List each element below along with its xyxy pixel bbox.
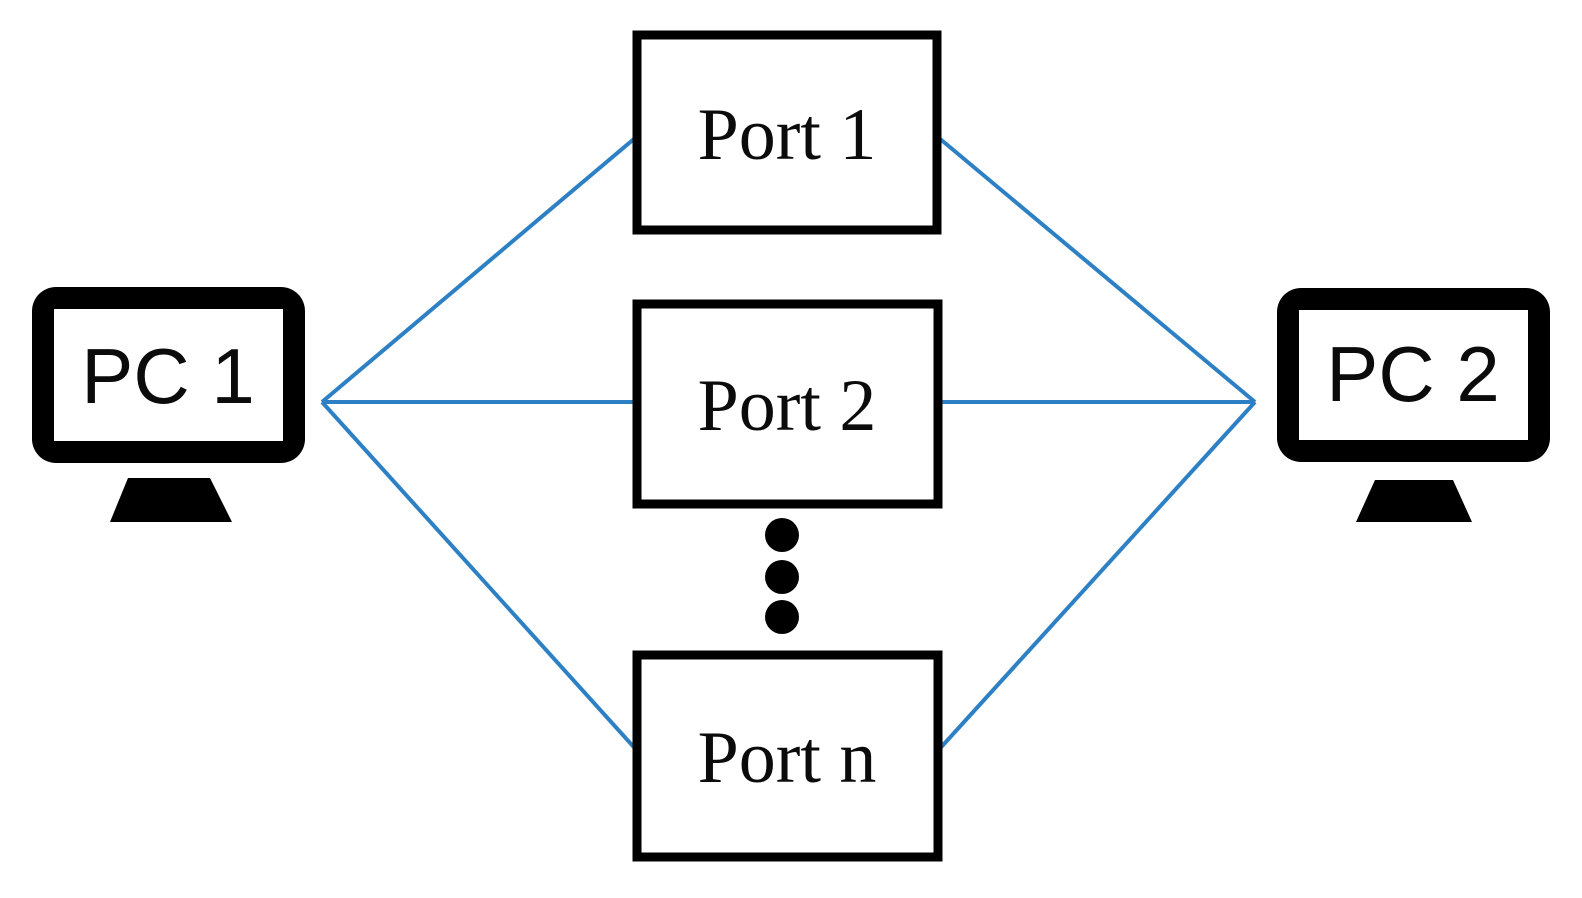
port2-label: Port 2	[698, 365, 877, 447]
portn-box	[632, 650, 943, 862]
pc1-monitor-screen	[54, 309, 283, 441]
ellipsis-dot	[765, 560, 799, 594]
ellipsis-dot	[765, 600, 799, 634]
node-portn: Port n	[632, 650, 943, 862]
edge-port1-pc2	[931, 131, 1257, 404]
port2-box	[632, 299, 943, 509]
edges	[320, 131, 1257, 757]
ellipsis-dot	[765, 518, 799, 552]
pc2-label: PC 2	[1326, 330, 1499, 418]
node-port1: Port 1	[632, 30, 942, 235]
ellipsis-dots-icon	[765, 518, 799, 634]
node-port2: Port 2	[632, 299, 943, 509]
pc2-monitor-screen	[1299, 310, 1528, 440]
port1-box	[632, 30, 942, 235]
edge-pc1-portn	[320, 400, 643, 757]
pc1-monitor-stand-icon	[110, 478, 232, 522]
edge-portn-pc2	[932, 400, 1257, 757]
portn-label: Port n	[698, 717, 877, 799]
edge-pc1-port1	[320, 131, 643, 404]
node-pc1: PC 1	[32, 287, 305, 522]
node-pc2: PC 2	[1277, 288, 1550, 522]
pc2-monitor-stand-icon	[1356, 480, 1472, 522]
port1-label: Port 1	[698, 94, 877, 176]
pc1-label: PC 1	[81, 332, 254, 420]
